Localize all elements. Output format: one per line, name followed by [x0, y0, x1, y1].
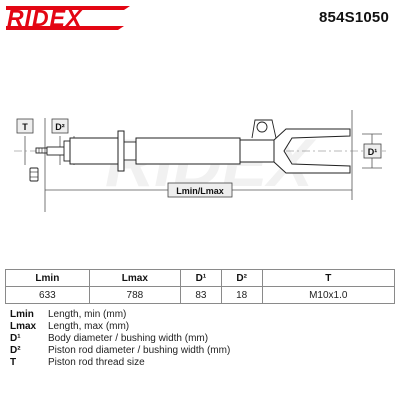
label-body-diameter: D¹ [363, 143, 382, 159]
legend: Lmin Length, min (mm) Lmax Length, max (… [10, 309, 390, 369]
legend-desc: Body diameter / bushing width (mm) [48, 333, 209, 344]
logo-swoosh-bottom [6, 26, 124, 30]
logo-text: RIDEX [7, 5, 83, 31]
lower-body-sleeve [239, 139, 277, 163]
legend-row: T Piston rod thread size [10, 357, 390, 369]
legend-desc: Piston rod thread size [48, 357, 145, 368]
piston-rod [46, 146, 66, 156]
legend-key: Lmax [10, 321, 37, 332]
threaded-stud [35, 147, 48, 154]
spring-seat-plate [117, 130, 125, 172]
legend-row: D¹ Body diameter / bushing width (mm) [10, 333, 390, 345]
spec-header-d1: D¹ [179, 269, 222, 287]
label-thread-text: T [22, 122, 28, 132]
label-length-box [167, 182, 233, 198]
legend-key: T [10, 357, 17, 368]
spec-table-header-row: Lmin Lmax D¹ D² T [5, 269, 396, 287]
legend-key: Lmin [10, 309, 34, 320]
label-length-text: Lmin/Lmax [176, 186, 224, 196]
label-rod-diameter-text: D² [55, 122, 65, 132]
spec-value-d1: 83 [179, 286, 222, 304]
legend-row: Lmax Length, max (mm) [10, 321, 390, 333]
ridex-logo: RIDEX [6, 2, 146, 37]
spec-header-lmax: Lmax [88, 269, 181, 287]
bracket-hole [256, 121, 268, 133]
part-number: 854S1050 [318, 9, 389, 26]
legend-key: D² [10, 345, 21, 356]
ridex-logo-mark: RIDEX [6, 5, 130, 31]
spec-header-lmin: Lmin [5, 269, 90, 287]
rod-guide-collar [63, 140, 71, 162]
legend-desc: Piston rod diameter / bushing width (mm) [48, 345, 231, 356]
nut [29, 167, 39, 182]
spec-value-lmax: 788 [88, 286, 181, 304]
label-rod-diameter-box [51, 118, 69, 134]
legend-row: D² Piston rod diameter / bushing width (… [10, 345, 390, 357]
legend-desc: Length, min (mm) [48, 309, 127, 320]
legend-desc: Length, max (mm) [48, 321, 130, 332]
legend-key: D¹ [10, 333, 21, 344]
spec-table-value-row: 633 788 83 18 M10x1.0 [5, 286, 396, 304]
label-thread-box [16, 118, 34, 134]
spec-value-lmin: 633 [5, 286, 90, 304]
upper-body [69, 137, 121, 165]
spec-header-t: T [261, 269, 396, 287]
label-length: Lmin/Lmax [167, 182, 233, 198]
legend-row: Lmin Length, min (mm) [10, 309, 390, 321]
label-rod-diameter: D² [51, 118, 69, 134]
logo-swoosh-top [6, 6, 130, 10]
lower-body-tube [135, 137, 241, 165]
technical-drawing: RIDEX [0, 34, 400, 264]
spec-value-d2: 18 [220, 286, 263, 304]
header: RIDEX 854S1050 [0, 0, 400, 34]
spec-table: Lmin Lmax D¹ D² T 633 788 83 18 M10x1.0 [5, 269, 396, 304]
spec-value-t: M10x1.0 [261, 286, 396, 304]
label-body-diameter-text: D¹ [368, 147, 378, 157]
fork-mount [273, 128, 351, 174]
bracket-tab [251, 119, 277, 139]
label-body-diameter-box [363, 143, 382, 159]
label-thread: T [16, 118, 34, 134]
shock-absorber-drawing: RIDEX [14, 110, 386, 212]
spec-header-d2: D² [220, 269, 263, 287]
